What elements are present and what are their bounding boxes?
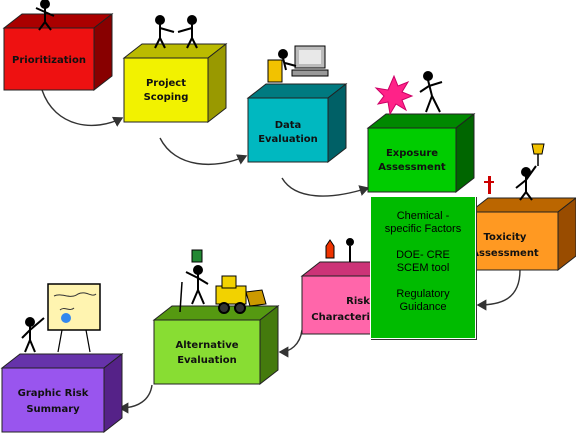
step-label-scoping: Scoping — [144, 92, 189, 103]
step-label-graphic-risk: Graphic Risk — [18, 388, 89, 399]
step-label-project: Project — [146, 78, 186, 89]
step-label-toxicity-assessment: Assessment — [471, 248, 539, 259]
arrow-6 — [118, 384, 153, 414]
step-label-characterization: Characterization — [311, 312, 405, 323]
callout-scem-tool: SCEM tool — [396, 262, 450, 274]
cube-project-scoping: Project Scoping — [122, 42, 228, 124]
computer-workstation-icon — [267, 45, 329, 83]
step-label-alternative: Alternative — [175, 340, 238, 351]
trophy-figure-icon — [484, 143, 545, 201]
cube-prioritization: Prioritization — [2, 12, 114, 92]
arrow-1 — [41, 89, 124, 127]
step-label-toxicity: Toxicity — [484, 232, 527, 243]
flow-arrows — [41, 89, 521, 414]
step-label-risk: Risk — [346, 296, 370, 307]
step-label-exposure-assessment: Assessment — [378, 162, 446, 173]
exposure-factors-callout: Chemical - specific Factors DOE- CRE SCE… — [370, 196, 476, 339]
bulldozer-figure-icon — [179, 249, 267, 314]
callout-doe-cre: DOE- CRE — [396, 249, 450, 261]
callout-specific-factors: specific Factors — [384, 223, 462, 235]
stick-figure-icon — [35, 0, 55, 31]
step-label-data: Data — [275, 120, 302, 131]
cube-toxicity-assessment: Toxicity Assessment — [468, 197, 576, 272]
step-label-alt-evaluation: Evaluation — [177, 355, 237, 366]
step-label-exposure: Exposure — [386, 148, 438, 159]
explosion-figure-icon — [374, 71, 443, 116]
handshake-figures-icon — [154, 15, 198, 49]
cube-data-evaluation: Data Evaluation — [246, 82, 348, 164]
cube-graphic-risk-summary: Graphic Risk Summary — [0, 352, 124, 434]
step-label-prioritization: Prioritization — [12, 55, 86, 66]
callout-regulatory: Regulatory — [396, 288, 450, 300]
callout-guidance: Guidance — [399, 301, 447, 313]
step-label-evaluation: Evaluation — [258, 134, 318, 145]
step-label-summary: Summary — [26, 404, 80, 415]
arrow-4 — [476, 269, 521, 311]
arrow-5 — [278, 329, 303, 358]
arrow-3 — [281, 177, 370, 197]
cube-alternative-evaluation: Alternative Evaluation — [152, 304, 280, 386]
arrow-2 — [159, 137, 248, 166]
map-board-figure-icon — [21, 283, 101, 353]
callout-chemical: Chemical - — [396, 210, 450, 222]
cube-exposure-assessment: Exposure Assessment — [366, 112, 476, 194]
warning-figure-icon — [325, 238, 354, 262]
